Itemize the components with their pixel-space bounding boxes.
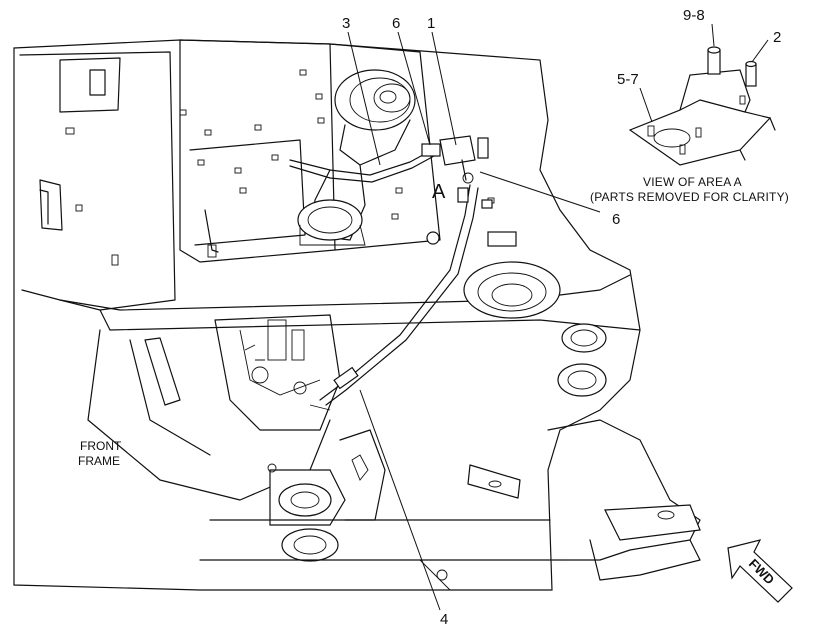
switch-assembly: [421, 135, 489, 184]
front-frame-label-line1: FRONT: [80, 439, 122, 453]
front-frame-label-line2: FRAME: [78, 454, 120, 468]
bolt-pattern-upper: [65, 69, 495, 266]
drive-shaft-upper: [297, 69, 416, 246]
pivot-boss-right: [557, 323, 607, 397]
callout-6-top: 6: [392, 15, 400, 32]
leader-lines: [347, 23, 769, 611]
hose-assembly: [289, 149, 493, 406]
callout-3: 3: [342, 15, 350, 32]
pivot-boss-lower: [267, 463, 346, 562]
area-a-marker: A: [432, 181, 446, 203]
callout-1: 1: [427, 15, 435, 32]
pivot-boss-center: [463, 261, 561, 319]
forward-arrow: FWD: [727, 539, 793, 603]
front-frame-drawing: [13, 39, 701, 591]
hitch-mechanism: [214, 314, 341, 431]
detail-caption-line1: VIEW OF AREA A: [643, 175, 742, 189]
detail-view-bracket: [628, 46, 776, 166]
callout-4: 4: [440, 611, 448, 628]
detail-caption-line2: (PARTS REMOVED FOR CLARITY): [590, 190, 789, 204]
callout-2: 2: [773, 29, 781, 46]
callout-5-7: 5-7: [617, 71, 639, 88]
callout-6-right: 6: [612, 211, 620, 228]
callout-9-8: 9-8: [683, 7, 705, 24]
